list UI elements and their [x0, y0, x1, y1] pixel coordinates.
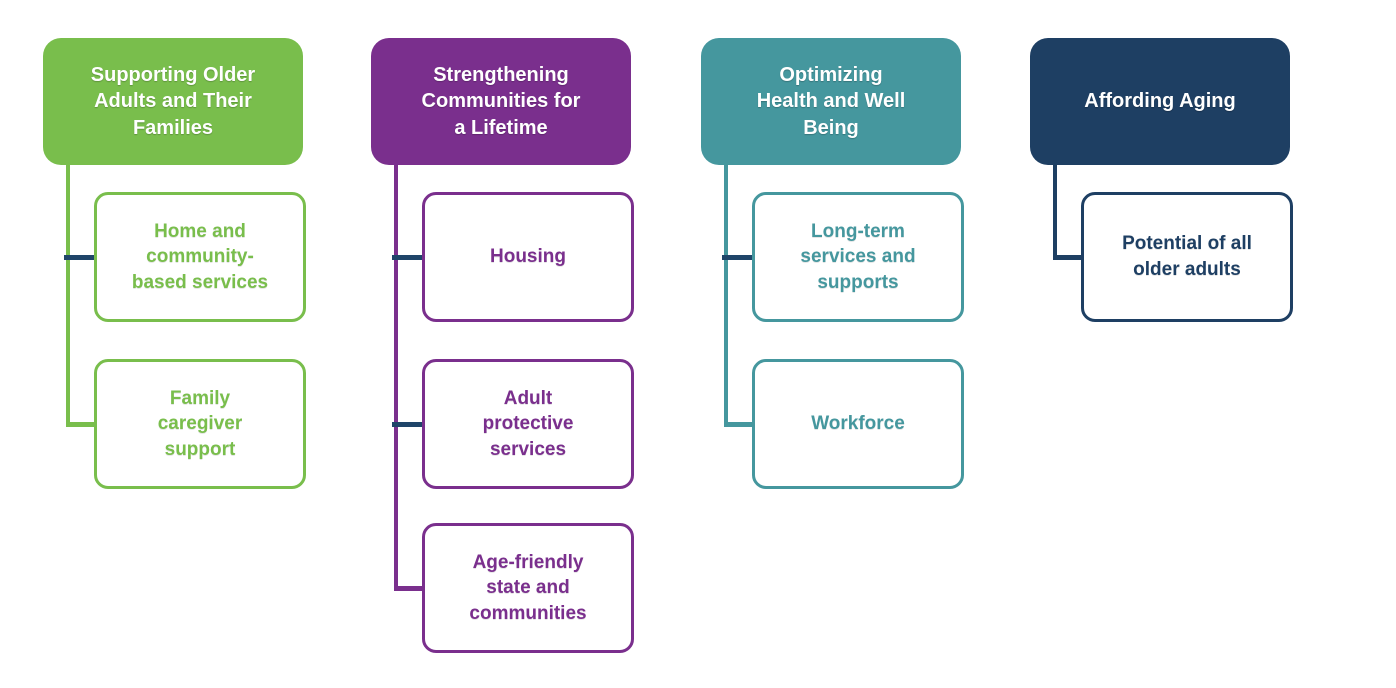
pillar-header-supporting-older-adults: Supporting Older Adults and Their Famili… [43, 38, 303, 165]
connector-trunk [724, 165, 728, 426]
subtopic-box-age-friendly-communities: Age-friendly state and communities [422, 523, 634, 653]
connector-elbow [66, 422, 98, 427]
pillar-header-strengthening-communities: Strengthening Communities for a Lifetime [371, 38, 631, 165]
connector-trunk [1053, 165, 1057, 259]
connector-stub [64, 255, 99, 260]
connector-stub [392, 422, 427, 427]
connector-trunk [66, 165, 70, 426]
subtopic-box-workforce: Workforce [752, 359, 964, 489]
subtopic-box-potential-older-adults: Potential of all older adults [1081, 192, 1293, 322]
subtopic-box-family-caregiver-support: Family caregiver support [94, 359, 306, 489]
subtopic-box-adult-protective-services: Adult protective services [422, 359, 634, 489]
subtopic-box-long-term-services: Long-term services and supports [752, 192, 964, 322]
connector-elbow [1053, 255, 1084, 260]
connector-stub [392, 255, 427, 260]
pillar-header-affording-aging: Affording Aging [1030, 38, 1290, 165]
connector-elbow [724, 422, 756, 427]
pillar-header-optimizing-health-well-being: Optimizing Health and Well Being [701, 38, 961, 165]
connector-stub [722, 255, 757, 260]
connector-elbow [394, 586, 426, 591]
subtopic-box-housing: Housing [422, 192, 634, 322]
subtopic-box-home-community-services: Home and community- based services [94, 192, 306, 322]
connector-trunk [394, 165, 398, 591]
